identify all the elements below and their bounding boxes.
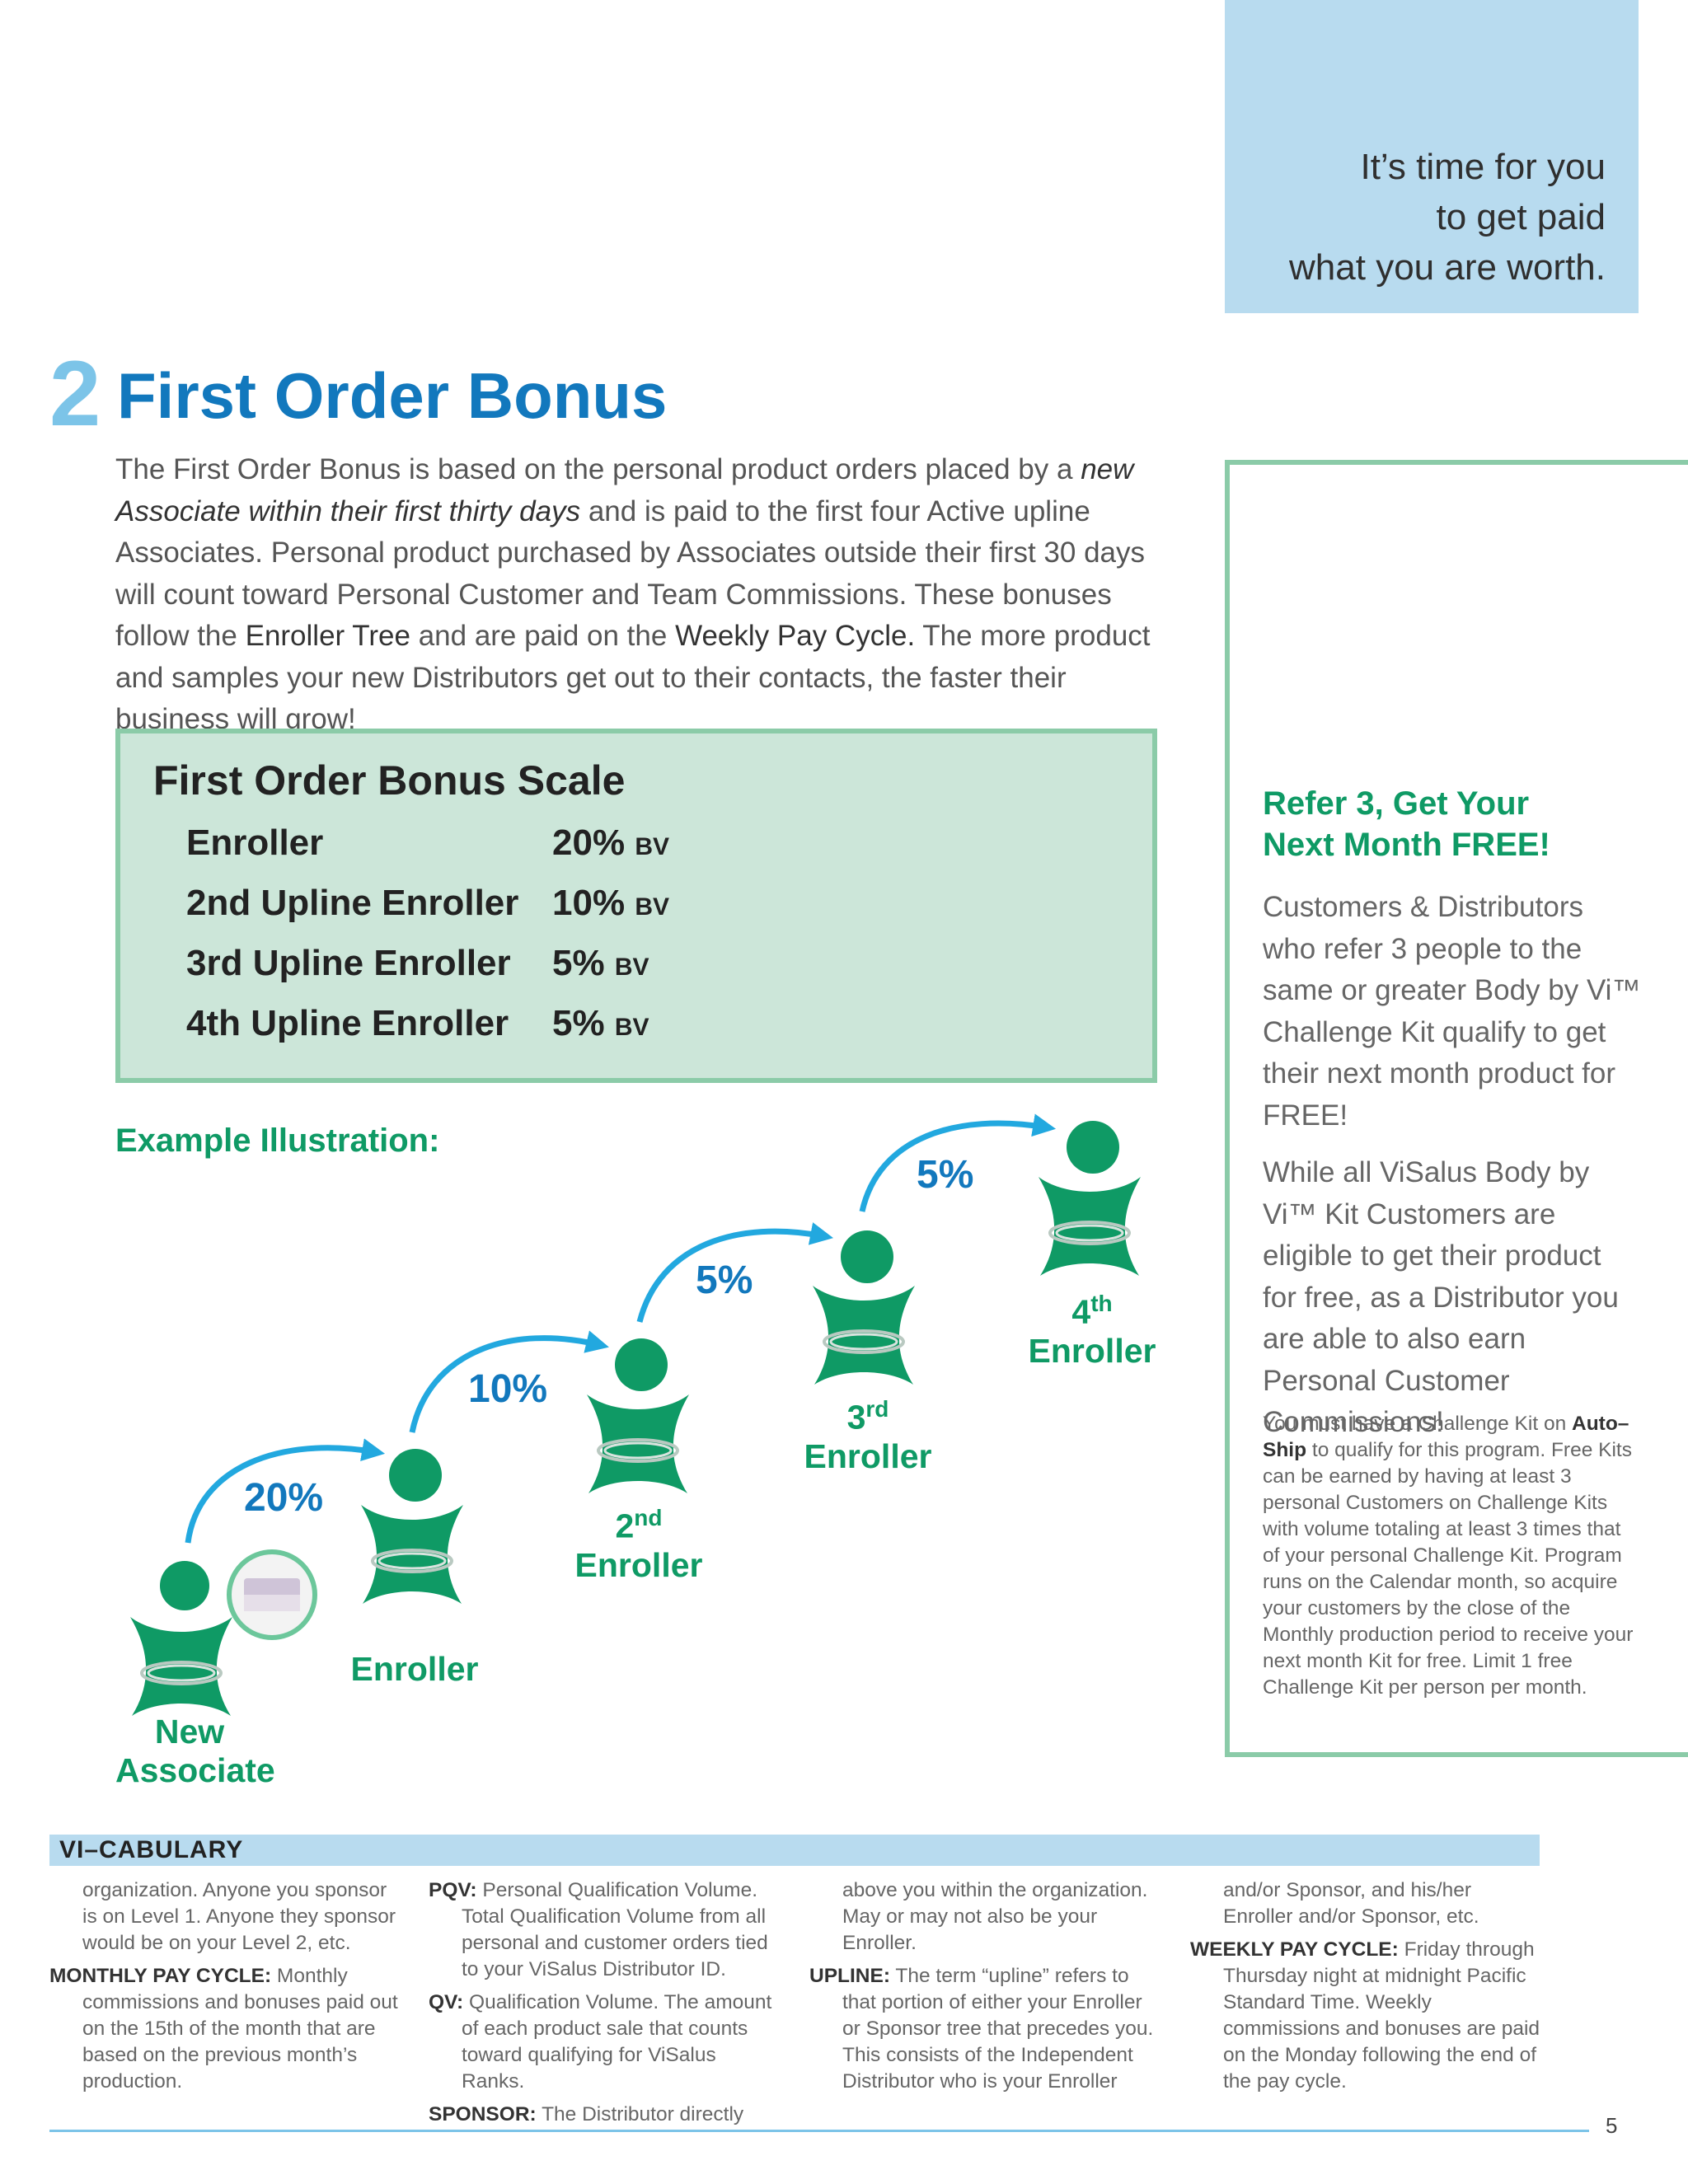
arrow-5b (859, 1113, 1057, 1212)
scale-row-label: 4th Upline Enroller (186, 1003, 509, 1043)
third-enroller-figure (811, 1230, 917, 1386)
vocabulary-title: VI–CABULARY (59, 1836, 244, 1863)
bonus-scale-title: First Order Bonus Scale (153, 757, 626, 804)
scale-row-label: 3rd Upline Enroller (186, 943, 511, 983)
vocab-column-3: above you within the organization. May o… (809, 1877, 1164, 2102)
scale-row-value: 10% BV (552, 883, 669, 923)
enroller-figure (359, 1449, 465, 1605)
scale-row-value: 5% BV (552, 1003, 649, 1043)
intro-bold: Enroller Tree (245, 620, 410, 652)
tagline-line-1: It’s time for you (1360, 147, 1606, 187)
vocabulary-bar: VI–CABULARY (49, 1835, 1540, 1866)
vocab-column-2: PQV: Personal Qualification Volume. Tota… (429, 1877, 783, 2135)
vocab-column-1: organization. Anyone you sponsor is on L… (49, 1877, 404, 2102)
scale-row-label: Enroller (186, 823, 324, 863)
second-enroller-figure (585, 1338, 691, 1495)
vocab-entry: SPONSOR: The Distributor directly (429, 2103, 744, 2125)
intro-text: and are paid on the (410, 620, 676, 652)
intro-text: and is paid to the first four Active upl… (115, 494, 1145, 653)
refer-title: Refer 3, Get Your Next Month FREE! (1263, 785, 1550, 863)
vocab-continuation: organization. Anyone you sponsor is on L… (82, 1879, 396, 1954)
vocab-column-4: and/or Sponsor, and his/her Enroller and… (1190, 1877, 1545, 2102)
refer-paragraph-1: Customers & Distributors who refer 3 peo… (1263, 891, 1641, 1132)
new-associate-figure (129, 1561, 234, 1718)
vocab-continuation: above you within the organization. May o… (842, 1879, 1148, 1954)
scale-row-label: 2nd Upline Enroller (186, 883, 519, 923)
intro-paragraph: The First Order Bonus is based on the pe… (115, 449, 1154, 741)
percent-label: 5% (696, 1258, 753, 1302)
intro-emphasis: new Associate within their first thirty … (115, 453, 1134, 527)
section-title: First Order Bonus (117, 359, 668, 432)
vocab-entry: MONTHLY PAY CYCLE: Monthly commissions a… (49, 1965, 398, 2093)
vocab-entry: WEEKLY PAY CYCLE: Friday through Thursda… (1190, 1938, 1540, 2093)
intro-text: The First Order Bonus is based on the pe… (115, 453, 1081, 485)
tagline: It’s time for you to get paid what you a… (1289, 142, 1606, 293)
bonus-scale-box: First Order Bonus Scale Enroller 20% BV … (115, 729, 1157, 1083)
enroller-label: Enroller (350, 1650, 479, 1688)
percent-label: 20% (244, 1476, 324, 1520)
percent-label: 5% (917, 1153, 974, 1197)
example-heading: Example Illustration: (115, 1122, 440, 1159)
footer-rule (49, 2130, 1589, 2132)
refer-paragraph-2: While all ViSalus Body by Vi™ Kit Custom… (1263, 1156, 1619, 1438)
refer-fine-print: You must have a Challenge Kit on Auto–Sh… (1263, 1413, 1634, 1699)
new-associate-label: New Associate (115, 1713, 275, 1789)
tagline-line-3: what you are worth. (1289, 247, 1606, 288)
tagline-box: It’s time for you to get paid what you a… (1225, 0, 1639, 313)
arrow-5a (636, 1222, 834, 1323)
tagline-line-2: to get paid (1436, 197, 1606, 237)
vocab-entry: PQV: Personal Qualification Volume. Tota… (429, 1879, 768, 1980)
intro-text: The more product and samples your new Di… (115, 620, 1151, 735)
percent-label: 10% (468, 1367, 548, 1411)
second-enroller-label: 2nd Enroller (574, 1505, 703, 1584)
vocab-entry: QV: Qualification Volume. The amount of … (429, 1991, 772, 2093)
vocab-continuation: and/or Sponsor, and his/her Enroller and… (1223, 1879, 1479, 1928)
refer-side-panel: Refer 3, Get Your Next Month FREE! Custo… (1225, 460, 1688, 1757)
fourth-enroller-label: 4th Enroller (1028, 1291, 1156, 1370)
intro-bold: Weekly Pay Cycle. (675, 620, 916, 652)
vocab-entry: UPLINE: The term “upline” refers to that… (809, 1965, 1154, 2093)
scale-row-value: 20% BV (552, 823, 669, 863)
arrow-10 (409, 1330, 609, 1433)
arrow-20 (185, 1438, 386, 1544)
third-enroller-label: 3rd Enroller (804, 1396, 932, 1475)
section-number: 2 (49, 342, 101, 445)
scale-row-value: 5% BV (552, 943, 649, 983)
page-number: 5 (1606, 2113, 1618, 2138)
fourth-enroller-figure (1037, 1121, 1142, 1277)
